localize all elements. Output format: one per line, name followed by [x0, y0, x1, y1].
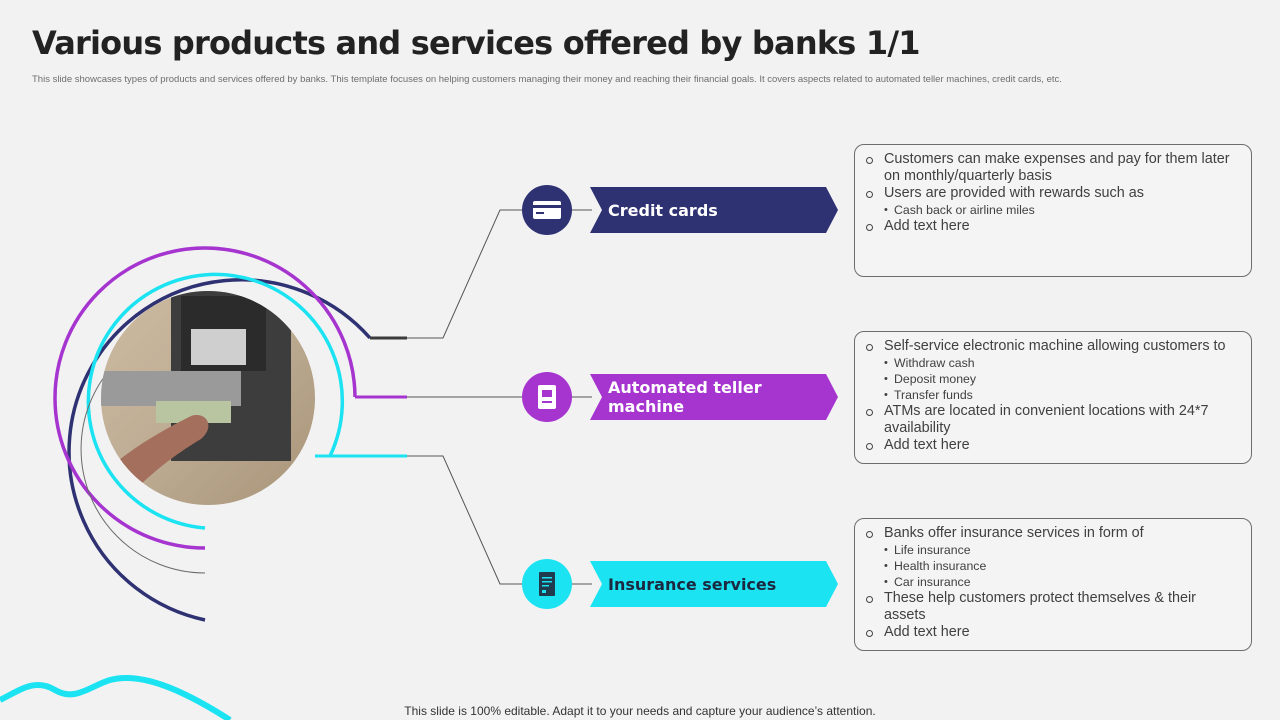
- ribbon-insurance: Insurance services: [590, 561, 838, 607]
- atm-point-2: ATMs are located in convenient locations…: [865, 403, 1239, 437]
- cyan-arc: [86, 272, 345, 530]
- insurance-subpoint-1: Life insurance: [865, 542, 1239, 558]
- insurance-subpoint-3: Car insurance: [865, 574, 1239, 590]
- page-subtitle: This slide showcases types of products a…: [32, 74, 1062, 85]
- info-box-insurance: Banks offer insurance services in form o…: [854, 518, 1252, 651]
- insurance-point-1: Banks offer insurance services in form o…: [865, 525, 1239, 542]
- atm-point-1: Self-service electronic machine allowing…: [865, 338, 1239, 355]
- connector-credit-cards: [407, 209, 522, 339]
- cash-notes: [156, 401, 231, 423]
- bottom-wave: [0, 674, 232, 720]
- atm-subpoint-2: Deposit money: [865, 371, 1239, 387]
- purple-arc: [53, 246, 357, 550]
- page-title: Various products and services offered by…: [32, 24, 921, 62]
- footer-note: This slide is 100% editable. Adapt it to…: [404, 704, 876, 718]
- atm-icon-badge: [522, 372, 572, 422]
- ribbon-credit-cards: Credit cards: [590, 187, 838, 233]
- connector-insurance: [407, 455, 522, 585]
- credit-cards-point-2: Users are provided with rewards such as: [865, 185, 1239, 202]
- atm-slot: [101, 371, 241, 406]
- insurance-point-3: Add text here: [865, 624, 1239, 641]
- atm-photo: [101, 291, 315, 505]
- atm-point-3: Add text here: [865, 437, 1239, 454]
- insurance-subpoint-2: Health insurance: [865, 558, 1239, 574]
- credit-cards-subpoint-1: Cash back or airline miles: [865, 202, 1239, 218]
- credit-card-icon-badge: [522, 185, 572, 235]
- insurance-icon-badge: [522, 559, 572, 609]
- credit-cards-point-1: Customers can make expenses and pay for …: [865, 151, 1239, 185]
- ribbon-insurance-label: Insurance services: [608, 574, 777, 594]
- atm-subpoint-3: Transfer funds: [865, 387, 1239, 403]
- info-box-atm: Self-service electronic machine allowing…: [854, 331, 1252, 464]
- insurance-document-icon: [539, 572, 555, 596]
- credit-cards-point-3: Add text here: [865, 218, 1239, 235]
- atm-subpoint-1: Withdraw cash: [865, 355, 1239, 371]
- atm-icon: [538, 385, 556, 409]
- atm-keypad: [191, 329, 246, 365]
- credit-card-icon: [533, 201, 561, 219]
- ribbon-atm-label: Automated teller machine: [608, 378, 762, 416]
- ribbon-atm: Automated teller machine: [590, 374, 838, 420]
- info-box-credit-cards: Customers can make expenses and pay for …: [854, 144, 1252, 277]
- insurance-point-2: These help customers protect themselves …: [865, 590, 1239, 624]
- ribbon-credit-cards-label: Credit cards: [608, 200, 718, 220]
